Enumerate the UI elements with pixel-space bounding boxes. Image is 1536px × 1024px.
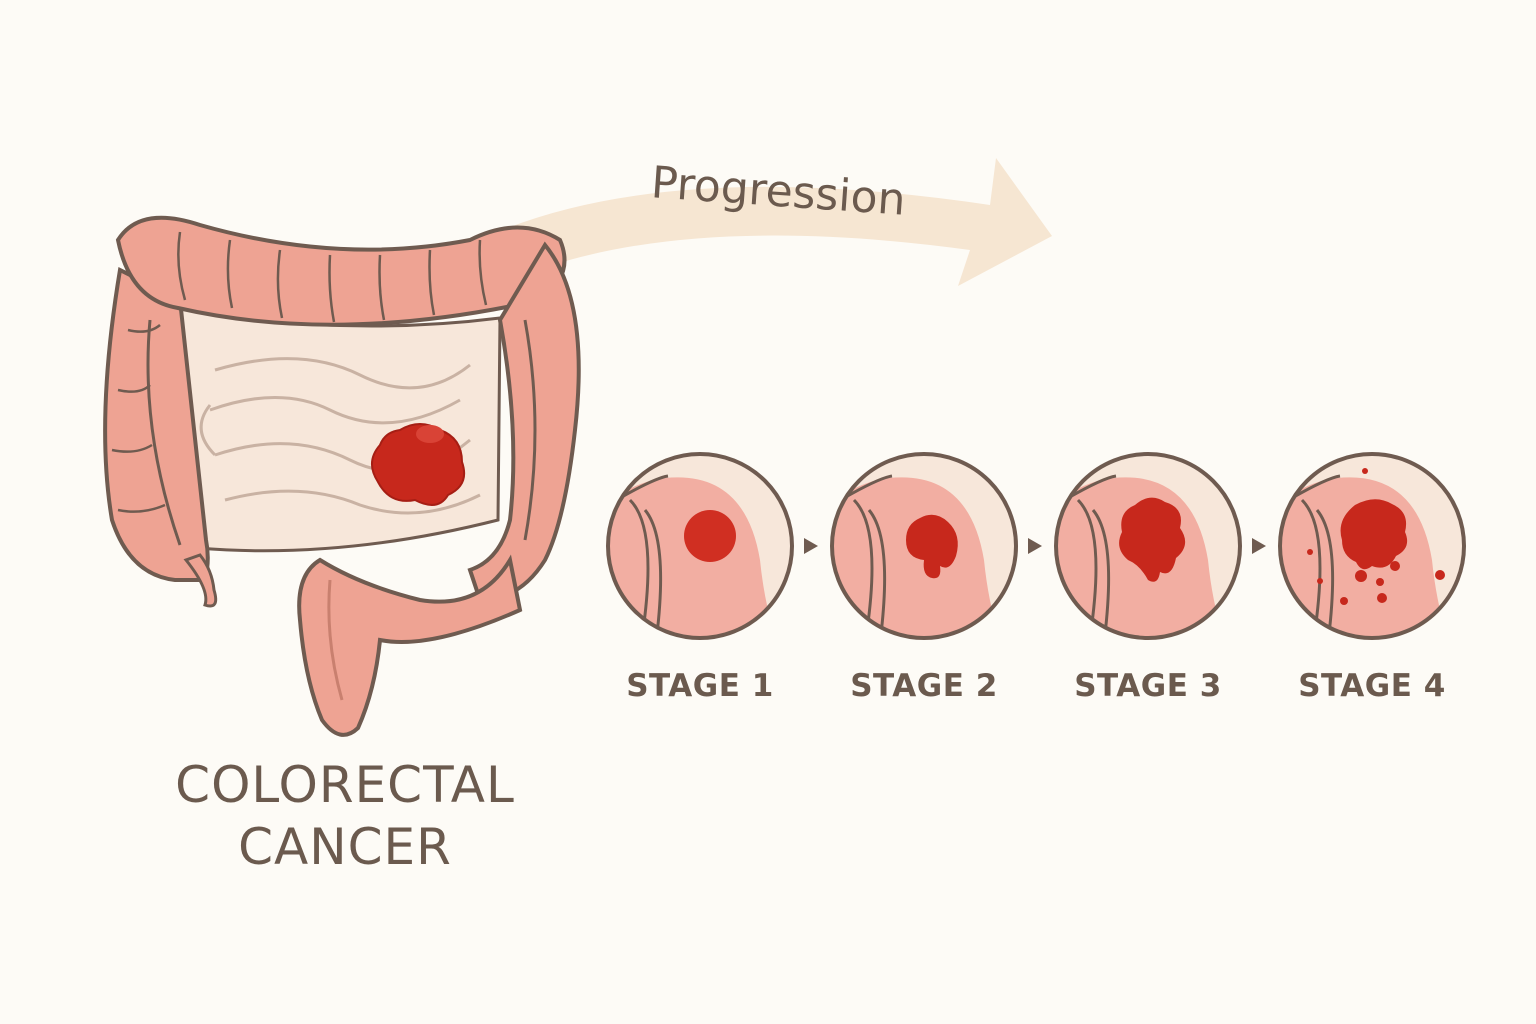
connector-3-4 [1252, 538, 1266, 554]
primary-tumor [371, 423, 466, 506]
tumor-stage-2 [906, 514, 958, 579]
stage-3-circle [1054, 452, 1242, 640]
tumor-stage-3 [1119, 497, 1186, 582]
stage-4-label: STAGE 4 [1298, 668, 1446, 704]
stage-1-circle [606, 452, 794, 640]
stage-2-circle [830, 452, 1018, 640]
appendix [183, 553, 218, 608]
title-line-1: COLORECTAL [175, 756, 515, 814]
stage-connectors [804, 538, 1266, 554]
progression-arrow [438, 158, 1052, 300]
descending-colon [467, 241, 581, 603]
title-line-2: CANCER [238, 818, 452, 876]
connector-1-2 [804, 538, 818, 554]
tumor-stage-4 [1340, 499, 1408, 570]
colon-illustration [103, 215, 581, 737]
small-intestine [176, 306, 502, 553]
connector-2-3 [1028, 538, 1042, 554]
stage-3-label: STAGE 3 [1074, 668, 1222, 704]
transverse-colon [115, 215, 567, 327]
tumor-stage-1 [684, 510, 736, 562]
colon-haustra [111, 231, 488, 513]
ascending-colon [103, 266, 210, 582]
metastasis-spots [1307, 468, 1400, 605]
stage-2-label: STAGE 2 [850, 668, 998, 704]
sigmoid-colon [297, 554, 523, 737]
stage-1-label: STAGE 1 [626, 668, 774, 704]
stage-4-circle [1278, 452, 1466, 640]
